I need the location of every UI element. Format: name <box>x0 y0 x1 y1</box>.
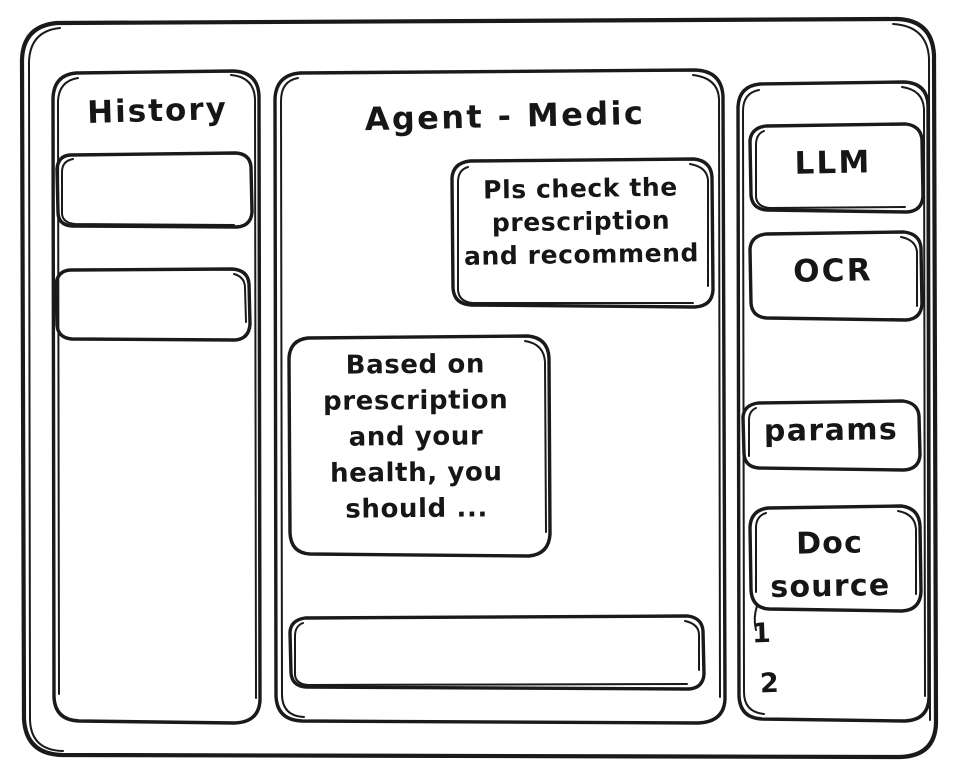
tool-card-params-outline[interactable] <box>741 399 922 472</box>
history-panel-title: History <box>86 91 229 131</box>
assistant-message-text: Based on prescription and your health, y… <box>322 349 509 525</box>
assistant-message-bubble <box>287 334 552 558</box>
tool-card-llm-outline[interactable] <box>748 122 925 214</box>
history-panel <box>51 69 262 725</box>
tool-card-doc-source-outline[interactable] <box>748 504 923 613</box>
doc-source-item-2[interactable]: 2 <box>759 667 780 700</box>
tools-panel <box>736 80 931 723</box>
agent-panel <box>273 68 727 725</box>
doc-source-connector <box>753 605 758 631</box>
user-message-bubble <box>450 157 715 309</box>
window-frame <box>19 16 939 760</box>
user-message-text: Pls check the prescription and recommend <box>463 172 700 271</box>
composer-input-outline[interactable] <box>288 614 706 691</box>
doc-source-item-1[interactable]: 1 <box>751 617 772 650</box>
tool-card-params-label[interactable]: params <box>763 412 899 449</box>
history-item-2-outline[interactable] <box>54 267 252 342</box>
tool-card-ocr-outline[interactable] <box>748 230 924 322</box>
tool-card-llm-label[interactable]: LLM <box>794 144 872 182</box>
history-item-1-outline[interactable] <box>55 151 254 229</box>
tool-card-doc-source-label[interactable]: Doc source <box>770 525 891 605</box>
tool-card-ocr-label[interactable]: OCR <box>792 252 874 290</box>
